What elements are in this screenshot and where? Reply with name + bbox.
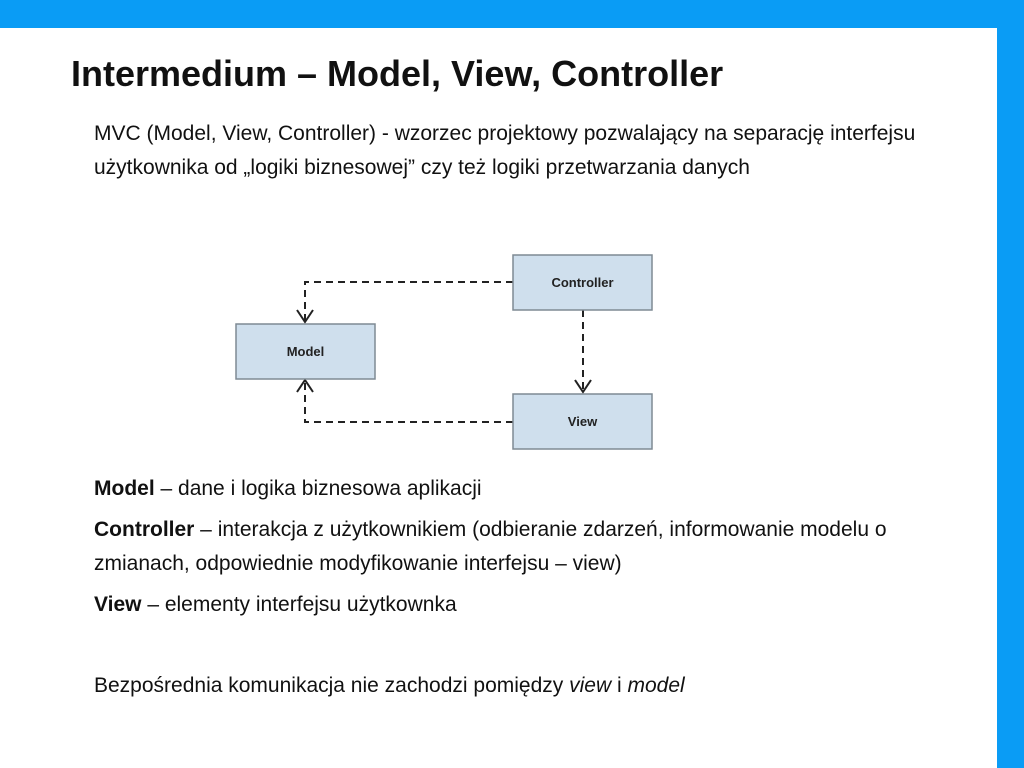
intro-paragraph: MVC (Model, View, Controller) - wzorzec … (94, 122, 916, 179)
communication-note: Bezpośrednia komunikacja nie zachodzi po… (94, 669, 974, 703)
view-definition: View – elementy interfejsu użytkownka (94, 588, 974, 622)
note-model: model (627, 674, 685, 697)
controller-term: Controller (94, 518, 195, 541)
view-description: – elementy interfejsu użytkownka (141, 593, 457, 616)
right-accent-bar (997, 28, 1024, 768)
controller-box (512, 254, 653, 311)
controller-to-model-arrowhead (296, 309, 314, 324)
model-box (235, 323, 376, 380)
view-to-model-connector (304, 382, 513, 423)
model-box-label: Model (287, 344, 325, 359)
model-definition: Model – dane i logika biznesowa aplikacj… (94, 472, 974, 506)
view-to-model-arrowhead (296, 378, 314, 393)
view-term: View (94, 593, 142, 616)
note-prefix: Bezpośrednia komunikacja nie zachodzi po… (94, 674, 570, 697)
view-box-label: View (568, 414, 598, 429)
model-description: – dane i logika biznesowa aplikacji (154, 477, 482, 500)
note-view: view (569, 674, 612, 697)
controller-box-label: Controller (551, 275, 613, 290)
top-accent-bar (0, 0, 1024, 28)
note-conjunction: i (611, 674, 628, 697)
controller-definition: Controller – interakcja z użytkownikiem … (94, 513, 974, 581)
mvc-diagram: Controller Model View (235, 254, 653, 450)
view-box (512, 393, 653, 450)
model-term: Model (94, 477, 155, 500)
controller-description: – interakcja z użytkownikiem (odbieranie… (94, 518, 887, 575)
slide-title: Intermedium – Model, View, Controller (71, 53, 724, 94)
controller-to-model-connector (304, 281, 513, 320)
controller-to-view-arrowhead (574, 379, 592, 394)
